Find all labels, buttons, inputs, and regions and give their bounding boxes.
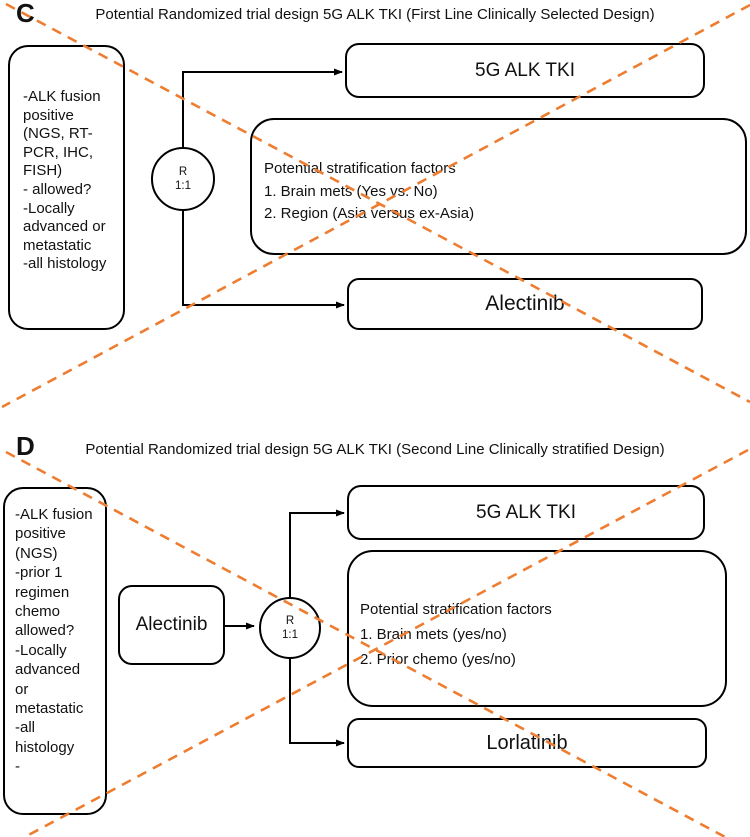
c-stratification-box: Potential stratification factors 1. Brai… [250,118,747,255]
c-arm-bottom-label: Alectinib [485,292,565,315]
c-arm-top-box: 5G ALK TKI [345,43,705,98]
d-randomization-ratio: 1:1 [282,629,298,641]
c-arm-bottom-box: Alectinib [347,278,703,330]
d-arm-bottom-label: Lorlatinib [486,731,568,754]
d-prior-treatment-box: Alectinib [118,585,225,665]
c-randomization-symbol: R [178,166,188,178]
d-prior-treatment-label: Alectinib [135,614,208,635]
d-branch-top-arrow [289,509,345,600]
c-randomization-circle: R 1:1 [151,147,215,211]
c-eligibility-text: -ALK fusion positive (NGS, RT- PCR, IHC,… [23,88,107,273]
d-randomization-symbol: R [285,615,295,627]
d-eligibility-box: -ALK fusion positive (NGS) -prior 1 regi… [3,487,107,815]
d-arm-top-box: 5G ALK TKI [347,485,705,540]
c-eligibility-box: -ALK fusion positive (NGS, RT- PCR, IHC,… [8,45,125,330]
c-randomization-ratio: 1:1 [175,180,191,192]
d-branch-bottom-arrow [289,656,345,747]
d-arm-top-label: 5G ALK TKI [476,501,576,523]
d-arm-bottom-box: Lorlatinib [347,718,707,768]
c-arm-top-label: 5G ALK TKI [475,59,575,81]
d-stratification-text: Potential stratification factors 1. Brai… [360,601,552,668]
panel-title-c: Potential Randomized trial design 5G ALK… [95,6,655,23]
d-randomization-circle: R 1:1 [259,597,321,659]
d-eligibility-text: -ALK fusion positive (NGS) -prior 1 regi… [15,506,93,776]
c-stratification-text: Potential stratification factors 1. Brai… [264,160,475,222]
d-stratification-box: Potential stratification factors 1. Brai… [347,550,727,707]
panel-title-d: Potential Randomized trial design 5G ALK… [85,441,665,458]
